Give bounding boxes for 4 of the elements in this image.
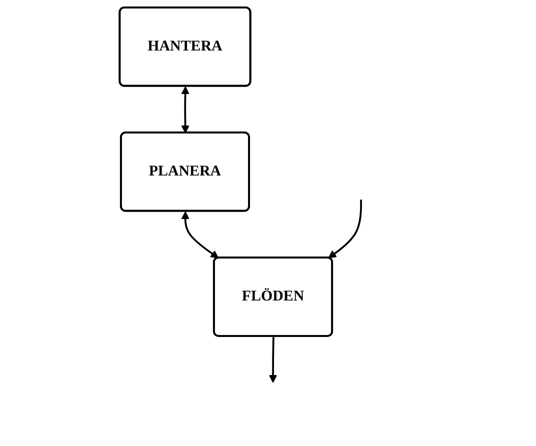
arrow [268, 336, 277, 383]
arrow [180, 86, 190, 134]
arrow [180, 211, 218, 258]
arrow [328, 200, 362, 258]
